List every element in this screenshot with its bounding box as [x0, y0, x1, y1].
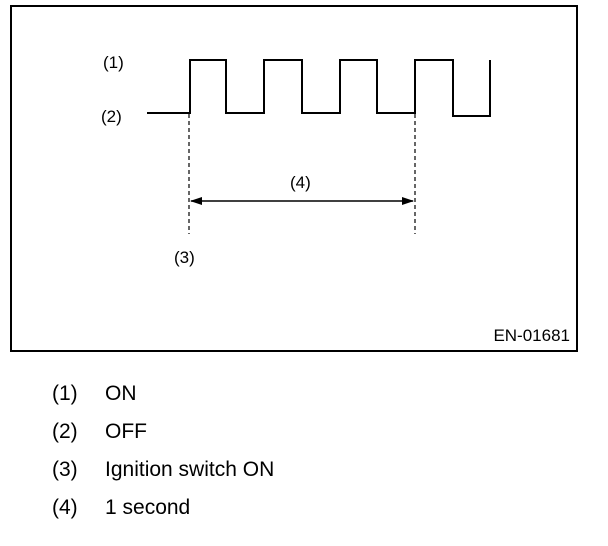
label-off: (2)	[101, 107, 122, 126]
signal-waveform	[147, 59, 491, 117]
legend: (1) ON (2) OFF (3) Ignition switch ON (4…	[52, 382, 274, 534]
label-ignition: (3)	[174, 248, 195, 267]
label-on: (1)	[103, 53, 124, 72]
legend-item: (2) OFF	[52, 420, 274, 458]
legend-key: (2)	[52, 420, 78, 443]
figure-id: EN-01681	[493, 326, 570, 345]
label-period: (4)	[290, 173, 311, 192]
legend-item: (3) Ignition switch ON	[52, 458, 274, 496]
legend-item: (4) 1 second	[52, 496, 274, 534]
legend-item: (1) ON	[52, 382, 274, 420]
legend-key: (4)	[52, 496, 78, 519]
legend-text: ON	[105, 382, 137, 405]
legend-text: 1 second	[105, 496, 191, 519]
legend-key: (3)	[52, 458, 78, 481]
legend-text: OFF	[105, 420, 147, 443]
diagram-frame: EN-01681	[10, 5, 578, 352]
legend-text: Ignition switch ON	[105, 458, 275, 481]
legend-key: (1)	[52, 382, 78, 405]
